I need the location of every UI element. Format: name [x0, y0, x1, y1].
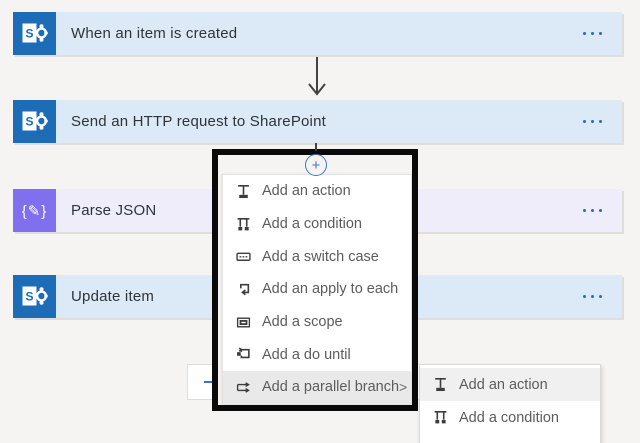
menu-item-add-condition[interactable]: Add a condition — [223, 208, 411, 241]
step-card-send-http-request[interactable]: S Send an HTTP request to SharePoint — [13, 100, 622, 143]
add-step-plus-icon[interactable]: + — [305, 154, 327, 176]
connector-line — [315, 143, 317, 151]
parse-json-icon: {✎} — [13, 189, 56, 232]
sharepoint-icon: S — [13, 12, 56, 55]
do-until-icon — [237, 347, 250, 359]
add-action-icon — [435, 378, 446, 392]
hidden-button-dash-icon — [204, 381, 214, 383]
apply-to-each-icon — [240, 283, 250, 296]
svg-text:S: S — [25, 290, 33, 304]
add-switch-case-icon — [236, 252, 251, 262]
step-title: Parse JSON — [71, 202, 157, 219]
step-title: Update item — [71, 288, 155, 305]
menu-item-add-apply-to-each[interactable]: Add an apply to each — [223, 273, 411, 306]
add-scope-icon — [236, 317, 251, 328]
submenu-chevron-icon: > — [399, 379, 408, 396]
more-options-icon[interactable] — [581, 203, 604, 218]
add-action-icon — [238, 184, 249, 198]
sharepoint-icon: S — [13, 100, 56, 143]
step-title: Send an HTTP request to SharePoint — [71, 113, 327, 130]
menu-item-add-scope[interactable]: Add a scope — [223, 306, 411, 339]
submenu-item-add-condition[interactable]: Add a condition — [420, 401, 600, 434]
step-card-when-item-created[interactable]: S When an item is created — [13, 12, 622, 55]
more-options-icon[interactable] — [581, 26, 604, 41]
step-title: When an item is created — [71, 25, 238, 42]
menu-item-add-do-until[interactable]: Add a do until — [223, 338, 411, 371]
menu-item-add-switch-case[interactable]: Add a switch case — [223, 240, 411, 273]
add-condition-icon — [237, 217, 250, 230]
menu-item-add-parallel-branch[interactable]: Add a parallel branch > — [223, 371, 411, 404]
add-condition-icon — [434, 411, 447, 424]
flow-arrow-down — [308, 57, 326, 96]
more-options-icon[interactable] — [581, 114, 604, 129]
svg-text:S: S — [25, 115, 33, 129]
menu-item-add-action[interactable]: Add an action — [223, 175, 411, 208]
submenu-item-add-action[interactable]: Add an action — [420, 368, 600, 401]
more-options-icon[interactable] — [581, 289, 604, 304]
insert-step-menu: Add an action Add a condition Add a swit… — [222, 174, 412, 405]
parallel-branch-icon — [236, 382, 250, 393]
svg-text:S: S — [25, 27, 33, 41]
sharepoint-icon: S — [13, 275, 56, 318]
parallel-branch-submenu: Add an action Add a condition — [419, 364, 601, 443]
